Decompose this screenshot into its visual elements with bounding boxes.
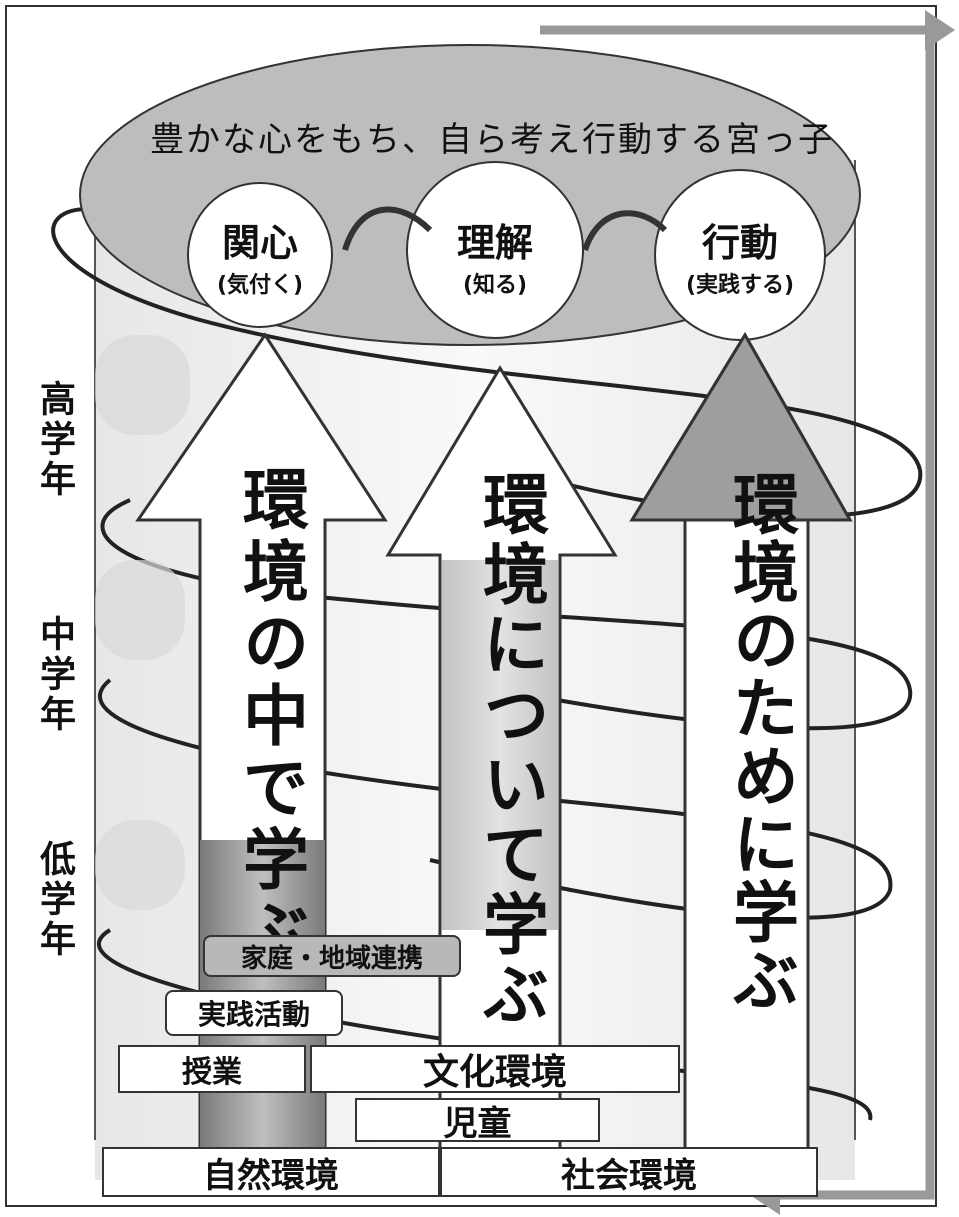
circle-action-title: 行動	[701, 221, 778, 265]
arrow-2-text: 環境について学ぶ	[472, 470, 549, 1030]
circle-action-text: 行動 (実践する)	[660, 212, 820, 299]
circle-action	[654, 169, 826, 341]
box-children: 児童	[355, 1098, 600, 1144]
box-nature: 自然環境	[102, 1147, 440, 1197]
circle-interest-title: 関心	[221, 221, 298, 265]
arrow-1-text: 環境の中で学ぶ	[232, 465, 309, 969]
box-practice: 実践活動	[165, 990, 343, 1036]
box-family-community: 家庭・地域連携	[203, 935, 461, 977]
circle-interest	[187, 182, 333, 328]
box-society: 社会環境	[440, 1147, 818, 1197]
children-illustration-low	[95, 820, 185, 910]
outer-frame	[5, 5, 937, 1207]
children-illustration-middle	[95, 560, 185, 660]
grade-low: 低学年	[34, 840, 75, 960]
feedback-arrow-head-top	[925, 10, 955, 50]
circle-interest-text: 関心 (気付く)	[200, 212, 320, 299]
circle-understanding-sub: (知る)	[462, 273, 528, 298]
circle-interest-sub: (気付く)	[216, 273, 304, 298]
cycle-arrow-2	[582, 210, 668, 252]
circle-understanding-title: 理解	[456, 221, 533, 265]
arrow-3-text: 環境のために学ぶ	[722, 470, 799, 1014]
children-illustration-high	[95, 335, 190, 435]
grade-high: 高学年	[34, 380, 75, 500]
circle-understanding-text: 理解 (知る)	[425, 212, 565, 299]
top-caption: 豊かな心をもち、自ら考え行動する宮っ子	[150, 120, 834, 160]
cycle-arrow-1	[342, 206, 433, 251]
feedback-arrow	[540, 25, 935, 1200]
circle-action-sub: (実践する)	[685, 273, 795, 298]
box-culture: 文化環境	[310, 1045, 680, 1093]
box-lesson: 授業	[118, 1045, 306, 1093]
circle-understanding	[406, 161, 584, 339]
grade-middle: 中学年	[34, 615, 75, 735]
